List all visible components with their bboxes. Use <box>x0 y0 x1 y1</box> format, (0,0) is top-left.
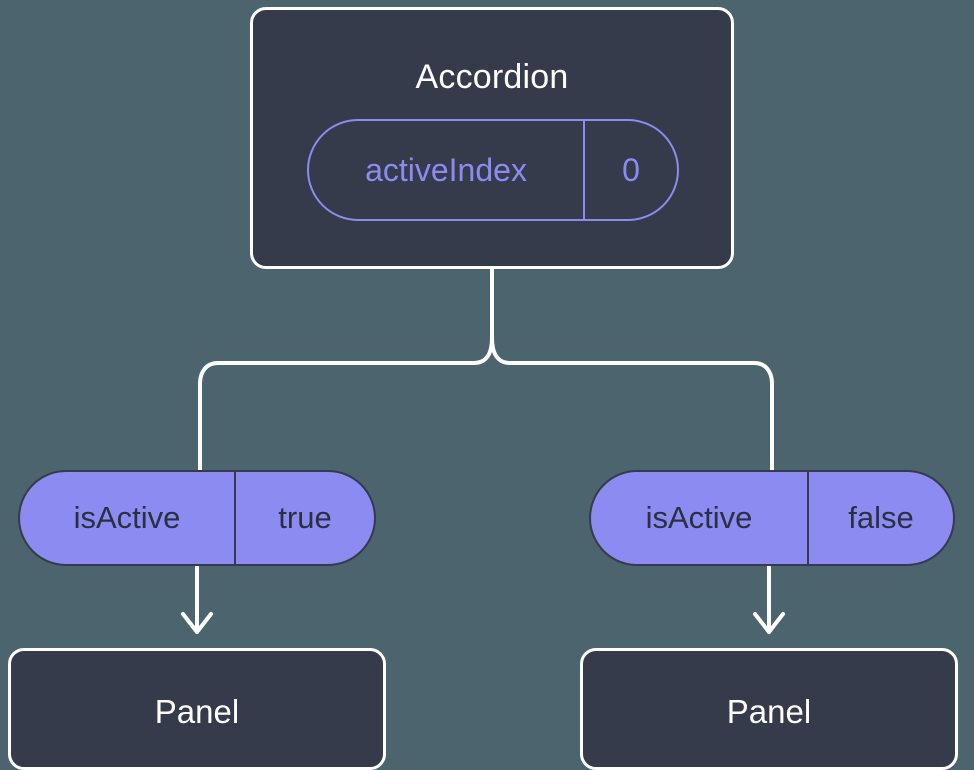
panel-component-node-right[interactable]: Panel <box>580 648 958 770</box>
accordion-component-node[interactable]: Accordion <box>250 7 734 269</box>
accordion-title: Accordion <box>415 58 569 96</box>
edge-brace-right <box>490 336 774 472</box>
panel-component-node-left[interactable]: Panel <box>8 648 386 770</box>
state-badge-key: activeIndex <box>309 121 585 219</box>
arrow-head-right <box>753 612 785 634</box>
edge-brace-left <box>198 336 494 472</box>
prop-badge-key: isActive <box>591 472 809 564</box>
prop-badge-is-active-false[interactable]: isActive false <box>589 470 955 566</box>
prop-badge-value: false <box>848 500 914 535</box>
state-badge-value: 0 <box>622 151 640 188</box>
state-badge-active-index[interactable]: activeIndex 0 <box>307 119 679 221</box>
prop-badge-value: true <box>278 500 332 535</box>
panel-title: Panel <box>154 693 240 730</box>
arrow-head-left <box>181 612 213 634</box>
prop-badge-is-active-true[interactable]: isActive true <box>18 470 376 566</box>
panel-title: Panel <box>726 693 812 730</box>
prop-badge-key: isActive <box>20 472 236 564</box>
